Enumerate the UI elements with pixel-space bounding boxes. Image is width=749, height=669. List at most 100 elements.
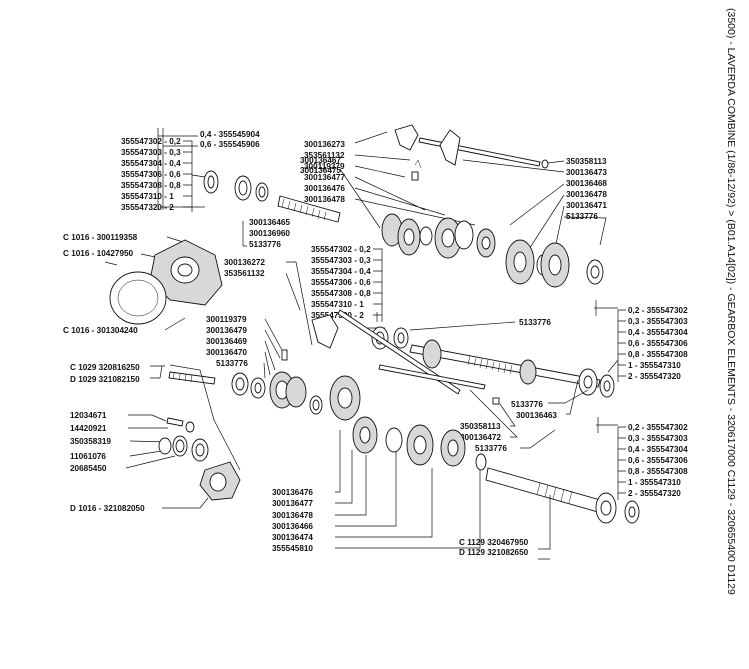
callout-label: C 1029 320816250 — [70, 363, 140, 372]
callout-label: 0,4 - 355547304 — [628, 445, 688, 454]
callout-label: 300136477 — [304, 173, 345, 182]
callout-label: 300136475 — [300, 166, 341, 175]
callout-label: 355545810 — [272, 544, 313, 553]
callout-label: 355547310 - 1 — [311, 300, 364, 309]
callout-label: 300136472 — [460, 433, 501, 442]
callout-label: 350358113 — [566, 157, 607, 166]
callout-label: 300136474 — [272, 533, 313, 542]
callout-label: 355547303 - 0,3 — [311, 256, 371, 265]
callout-label: 300136465 — [249, 218, 290, 227]
callout-label: 300136470 — [206, 348, 247, 357]
screw — [411, 171, 419, 181]
callout-label: 5133776 — [216, 359, 248, 368]
callout-label: 300136466 — [272, 522, 313, 531]
callout-label: 300136479 — [206, 326, 247, 335]
shaft-left: 300136467 300136475 300136465 300136960 … — [242, 156, 381, 249]
shim-group-right-a: 0,2 - 355547302 0,3 - 355547303 0,4 - 35… — [594, 300, 688, 382]
callout-label: 355547302 - 0,2 — [121, 137, 181, 146]
callout-label: C 1016 - 301304240 — [63, 326, 138, 335]
callout-label: D 1029 321082150 — [70, 375, 140, 384]
shift-fork — [311, 314, 339, 349]
bearing — [419, 226, 433, 246]
callout-label: 0,6 - 355547306 — [628, 339, 688, 348]
callout-label: 300136467 — [300, 156, 341, 165]
shaft-group-mid: 5133776 300136463 350358113 300136472 51… — [378, 339, 615, 453]
main-shaft — [409, 344, 601, 388]
bearing — [385, 427, 403, 453]
screw — [281, 349, 288, 361]
callout-label: 355547308 - 0,8 — [311, 289, 371, 298]
callout-label: 1 - 355547310 — [628, 361, 681, 370]
callout-label: 355547320 - 2 — [121, 203, 174, 212]
callout-label: 14420921 — [70, 424, 107, 433]
callout-label: 355547306 - 0,6 — [121, 170, 181, 179]
bolt — [166, 417, 184, 427]
callout-label: 300136473 — [566, 168, 607, 177]
callout-label: 355547306 - 0,6 — [311, 278, 371, 287]
part-group-top-right: 350358113 300136473 300136468 300136478 … — [418, 129, 607, 288]
callout-label: 0,8 - 355547308 — [628, 467, 688, 476]
callout-label: 2 - 355547320 — [628, 372, 681, 381]
callout-label: 0,6 - 355547306 — [628, 456, 688, 465]
washer — [185, 421, 195, 433]
callout-label: C 1016 - 10427950 — [63, 249, 134, 258]
ball — [492, 397, 500, 405]
callout-label: D 1129 321082650 — [459, 548, 529, 557]
callout-label: 300136478 — [566, 190, 607, 199]
diagram-title: (3500) - LAVERDA COMBINE (1/86-12/92) > … — [725, 8, 737, 595]
callout-label: 353561132 — [304, 151, 345, 160]
callout-label: 0,2 - 355547302 — [628, 306, 688, 315]
callout-label: 350358113 — [460, 422, 501, 431]
spline-shaft — [277, 195, 341, 223]
callout-label: 300136476 — [304, 184, 345, 193]
callout-label: 5133776 — [519, 318, 551, 327]
pin — [168, 371, 216, 385]
spring-pin — [541, 159, 549, 169]
callout-label: 1 - 355547310 — [628, 478, 681, 487]
callout-label: 0,8 - 355547308 — [628, 350, 688, 359]
callout-label: 355547310 - 1 — [121, 192, 174, 201]
gear-group-bottom: 300136476 300136477 300136478 300136466 … — [272, 416, 487, 553]
callout-label: C 1016 - 300119358 — [63, 233, 138, 242]
callout-label: 0,2 - 355547302 — [628, 423, 688, 432]
snap-ring — [158, 437, 172, 455]
callout-label: 355547302 - 0,2 — [311, 245, 371, 254]
selector-rod — [378, 364, 486, 390]
shim-group-top-left: 355547302 - 0,2 355547303 - 0,3 35554730… — [121, 137, 219, 212]
callout-label: 355547303 - 0,3 — [121, 148, 181, 157]
callout-label: 300136463 — [516, 411, 557, 420]
callout-label: 2 - 355547320 — [628, 489, 681, 498]
shift-fork — [394, 124, 419, 151]
callout-label: 355547304 - 0,4 — [121, 159, 181, 168]
callout-label: 355547304 - 0,4 — [311, 267, 371, 276]
callout-label: 300136272 — [224, 258, 265, 267]
callout-label: 300136471 — [566, 201, 607, 210]
callout-label: 5133776 — [249, 240, 281, 249]
callout-label: D 1016 - 321082050 — [70, 504, 145, 513]
callout-label: 300136476 — [272, 488, 313, 497]
gear-group-mid: 300119379 300136479 300136469 300136470 … — [206, 315, 361, 421]
output-shaft-group: C 1129 320467950 D 1129 321082650 — [459, 467, 640, 560]
callout-label: 12034671 — [70, 411, 107, 420]
callout-label: 300136477 — [272, 499, 313, 508]
callout-label: 0,4 - 355547304 — [628, 328, 688, 337]
callout-label: 300136478 — [272, 511, 313, 520]
callout-label: 5133776 — [566, 212, 598, 221]
small-parts-group: 12034671 14420921 350358319 11061076 206… — [70, 411, 241, 513]
gear — [422, 339, 442, 369]
callout-label: 300136469 — [206, 337, 247, 346]
gear — [519, 359, 537, 385]
output-shaft — [485, 467, 601, 513]
callout-label: 11061076 — [70, 452, 106, 461]
gear — [285, 376, 307, 408]
bearing-callout-mid: 5133776 — [409, 318, 551, 331]
hub — [454, 220, 474, 250]
callout-label: 0,4 - 355545904 — [200, 130, 260, 139]
callout-label: 5133776 — [511, 400, 543, 409]
shim-group-right-b: 0,2 - 355547302 0,3 - 355547303 0,4 - 35… — [596, 417, 688, 500]
callout-label: 355547308 - 0,8 — [121, 181, 181, 190]
callout-label: 300119379 — [304, 162, 345, 171]
callout-label: 355547320 - 2 — [311, 311, 364, 320]
callout-label: 300136468 — [566, 179, 607, 188]
